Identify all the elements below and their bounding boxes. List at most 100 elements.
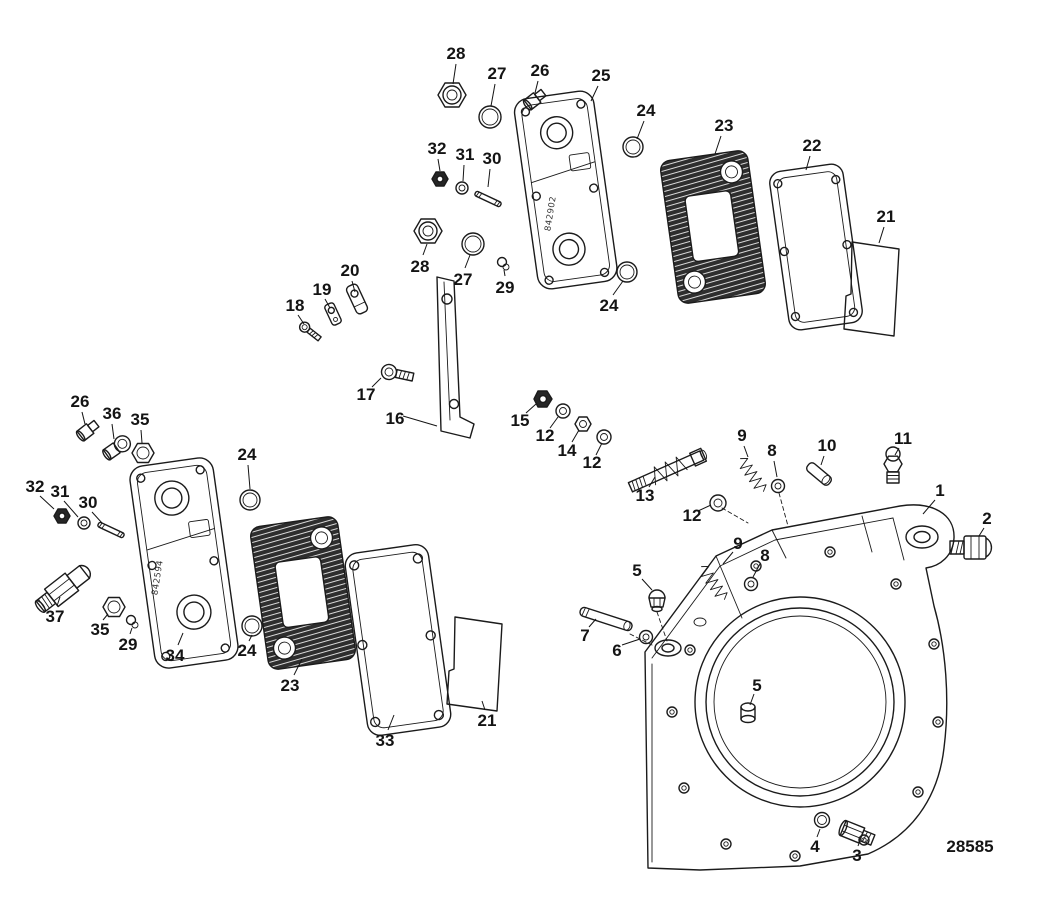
- callout-28-0: 28: [447, 44, 466, 63]
- part-35-nut-2: [102, 596, 126, 618]
- part-11-sender: [883, 446, 903, 484]
- callout-leader-9-41: [743, 445, 749, 458]
- callout-25-3: 25: [592, 66, 611, 85]
- callout-leader-1-50: [922, 499, 936, 515]
- callout-leader-26-20: [81, 411, 86, 425]
- callout-leader-26-2: [534, 80, 539, 94]
- callout-leader-23-32: [293, 658, 303, 676]
- part-34-cover-plate: [129, 457, 239, 669]
- callout-10-43: 10: [818, 436, 837, 455]
- part-32-nut: [431, 171, 449, 187]
- callout-leader-5-52: [749, 693, 755, 706]
- part-19-clamp: [324, 302, 342, 326]
- part-31-washer: [455, 181, 469, 195]
- callout-24-26: 24: [238, 445, 257, 464]
- callout-2-51: 2: [982, 509, 991, 528]
- callout-leader-32-8: [437, 158, 441, 172]
- part-28-fitting-nut-2: [413, 218, 443, 244]
- part-10-pin: [805, 462, 833, 486]
- callout-leader-29-13: [503, 269, 506, 277]
- assembly-axis-lines: [629, 492, 789, 646]
- callout-leader-24-4: [636, 120, 645, 140]
- part-26-plug: [522, 88, 547, 111]
- callout-leaders: [39, 63, 985, 847]
- callout-17-18: 17: [357, 385, 376, 404]
- part-17-bolt: [380, 363, 415, 382]
- callout-leader-20-17: [351, 280, 356, 293]
- callout-leader-27-12: [464, 254, 471, 269]
- callout-leader-17-18: [371, 377, 382, 388]
- callout-8-42: 8: [767, 441, 776, 460]
- callout-1-50: 1: [935, 481, 944, 500]
- callout-leader-16-19: [402, 415, 438, 427]
- callout-leader-31-24: [63, 500, 79, 518]
- callout-leader-7-48: [588, 618, 597, 628]
- callout-leader-25-3: [590, 85, 599, 102]
- part-9-spring-2: [700, 566, 728, 600]
- part-33-gasket: [344, 544, 452, 736]
- callout-leader-18-15: [297, 314, 305, 325]
- callout-9-41: 9: [737, 426, 746, 445]
- part-12-washer-2: [596, 429, 612, 445]
- callout-8-46: 8: [760, 546, 769, 565]
- callout-leader-28-11: [422, 243, 428, 256]
- callout-15-35: 15: [511, 411, 530, 430]
- drawing-number: 28585: [946, 837, 993, 856]
- callout-leader-24-26: [247, 464, 251, 490]
- callout-3-54: 3: [852, 846, 861, 865]
- callout-leader-5-47: [641, 578, 653, 591]
- callout-32-8: 32: [428, 139, 447, 158]
- part-1-flywheel-housing: [644, 504, 955, 871]
- part-27-o-ring-2: [461, 232, 485, 256]
- callout-leader-8-42: [773, 460, 778, 478]
- callout-31-24: 31: [51, 482, 70, 501]
- part-2-fitting: [949, 535, 993, 560]
- part-24-o-ring: [622, 136, 644, 158]
- part-36-fitting: [102, 435, 132, 461]
- part-28-fitting-nut: [437, 82, 467, 108]
- callout-leader-21-34: [481, 700, 486, 711]
- part-16-bracket: [436, 276, 475, 439]
- part-21-plate: [843, 241, 900, 337]
- callout-leader-34-30: [177, 632, 184, 646]
- callout-27-1: 27: [488, 64, 507, 83]
- part-24-o-ring-3: [239, 489, 261, 511]
- callout-5-47: 5: [632, 561, 641, 580]
- part-7-pin: [579, 606, 633, 632]
- callout-leader-8-46: [752, 563, 761, 578]
- callout-leader-23-5: [714, 135, 722, 155]
- part-8-washer-2: [743, 576, 759, 592]
- callout-leader-14-37: [571, 429, 580, 443]
- callout-leader-35-22: [140, 429, 143, 444]
- callout-leader-28-0: [452, 63, 457, 85]
- part-24-o-ring-4: [241, 615, 263, 637]
- callout-19-16: 19: [313, 280, 332, 299]
- callout-30-25: 30: [79, 493, 98, 512]
- callout-12-38: 12: [583, 453, 602, 472]
- callout-leader-33-33: [387, 714, 395, 731]
- part-14-nut: [574, 416, 592, 432]
- callout-leader-12-38: [595, 442, 603, 456]
- callout-leader-10-43: [820, 455, 825, 466]
- callout-7-48: 7: [580, 626, 589, 645]
- part-31-washer-2: [77, 516, 91, 530]
- callout-21-34: 21: [478, 711, 497, 730]
- callout-28-11: 28: [411, 257, 430, 276]
- part-25-cover-plate: [513, 90, 618, 290]
- callout-9-45: 9: [733, 534, 742, 553]
- callout-22-6: 22: [803, 136, 822, 155]
- callout-leader-30-25: [91, 511, 103, 524]
- part-24-o-ring-2: [616, 261, 638, 283]
- part-23-oil-cooler: [660, 150, 766, 304]
- part-18-screw: [298, 321, 322, 342]
- artwork: [34, 82, 993, 871]
- callout-leader-37-27: [56, 596, 61, 607]
- callout-36-21: 36: [103, 404, 122, 423]
- callout-leader-12-36: [549, 416, 559, 429]
- part-6-washer: [638, 629, 654, 645]
- callout-leader-24-14: [612, 280, 624, 296]
- callout-leader-36-21: [111, 423, 115, 440]
